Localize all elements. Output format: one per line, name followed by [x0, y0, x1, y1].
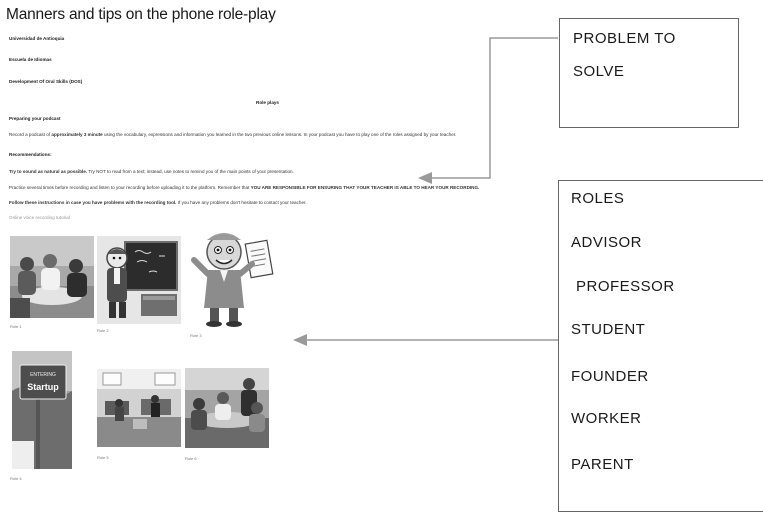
rec1-text: Try NOT to read from a text; instead, us… [88, 169, 294, 174]
role-professor: PROFESSOR [576, 278, 675, 295]
roles-arrow-head [293, 334, 307, 346]
role-2-caption: Role 2 [97, 328, 109, 333]
problem-callout-box [559, 18, 739, 128]
role-6-caption: Role 6 [185, 456, 197, 461]
rec1-bold: Try to sound as natural as possible. [9, 169, 88, 174]
preparing-text-bold: approximately 3 minute [51, 132, 103, 137]
document-title: Manners and tips on the phone role-play [6, 6, 276, 23]
callout-arrows [293, 37, 558, 346]
roles-heading: ROLES [571, 190, 625, 207]
university-name: Universidad de Antioquia [9, 36, 65, 41]
preparing-text-pre: Record a podcast of [9, 132, 51, 137]
recommendation-2: Practice several times before recording … [9, 185, 479, 190]
course-name: Development Of Oral Skills (DOS) [9, 79, 83, 84]
preparing-heading: Preparing your podcast [9, 116, 61, 121]
rec2-bold: YOU ARE RESPONSIBLE FOR ENSURING THAT YO… [250, 185, 480, 190]
problem-line-2: SOLVE [573, 63, 625, 80]
role-student: STUDENT [571, 321, 646, 338]
role-advisor: ADVISOR [571, 234, 643, 251]
recommendation-3: Follow these instructions in case you ha… [9, 200, 307, 205]
role-2-photo [97, 236, 181, 324]
role-1-photo [10, 236, 94, 318]
problem-arrow-head [418, 172, 432, 184]
role-worker: WORKER [571, 410, 642, 427]
recommendation-1: Try to sound as natural as possible. Try… [9, 169, 294, 174]
role-5-photo [97, 369, 181, 447]
role-1-caption: Role 1 [10, 324, 22, 329]
problem-line-1: PROBLEM TO [573, 30, 676, 47]
role-3-illustration [190, 230, 274, 328]
role-parent: PARENT [571, 456, 634, 473]
sign-entering-text: ENTERING [30, 372, 56, 378]
rec3-text: If you have any problems don't hesitate … [177, 200, 307, 205]
rec2-text: Practice several times before recording … [9, 185, 250, 190]
role-4-photo: ENTERING Startup [12, 351, 72, 469]
school-name: Escuela de Idiomas [9, 57, 52, 62]
section-heading: Role plays [256, 100, 279, 105]
role-founder: FOUNDER [571, 368, 649, 385]
role-5-caption: Role 5 [97, 455, 109, 460]
roles-callout-box [558, 180, 763, 512]
sign-startup-text: Startup [27, 382, 59, 392]
preparing-text-post: using the vocabulary, expressions and in… [104, 132, 457, 137]
problem-arrow-line [430, 37, 558, 179]
preparing-paragraph: Record a podcast of approximately 3 minu… [9, 132, 456, 137]
recommendations-heading: Recommendations: [9, 152, 52, 157]
tutorial-link[interactable]: Online voice recording tutorial [9, 215, 70, 220]
role-3-caption: Role 3 [190, 333, 202, 338]
role-6-photo [185, 368, 269, 448]
role-4-caption: Role 4 [10, 476, 22, 481]
rec3-bold: Follow these instructions in case you ha… [9, 200, 177, 205]
